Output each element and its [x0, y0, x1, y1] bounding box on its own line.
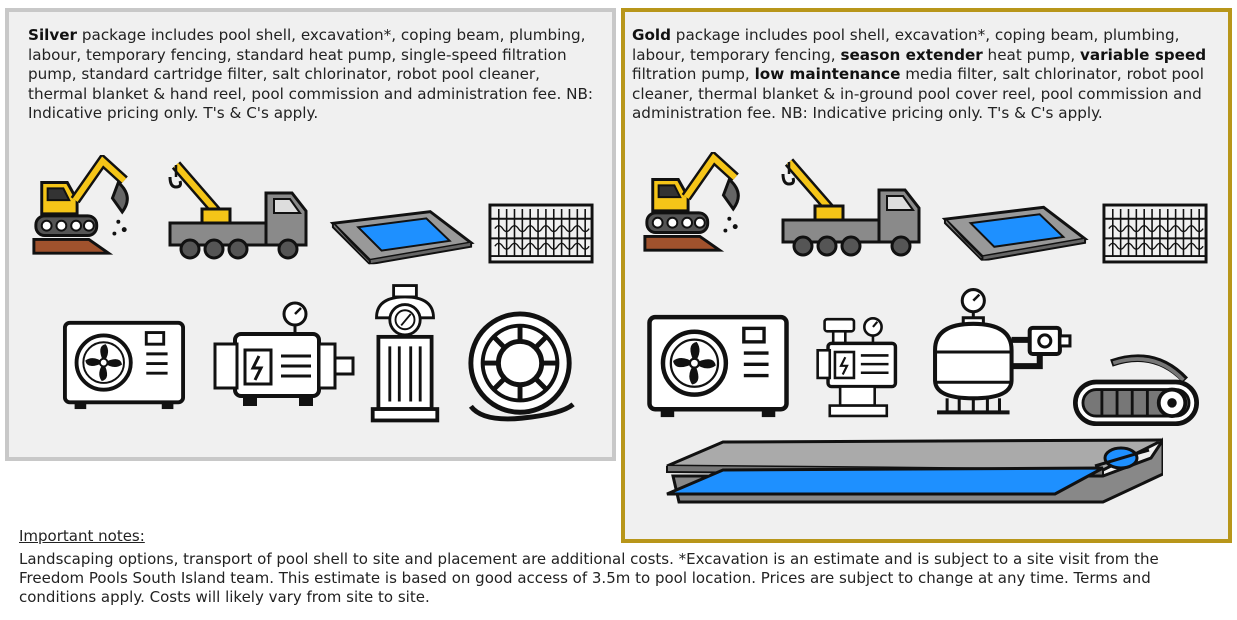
cartridge-filter-icon [367, 278, 443, 428]
gold-filter-feature: low maintenance [754, 65, 901, 83]
filtration-pump-icon [207, 299, 357, 411]
gold-description-text: package includes pool shell, excavation*… [632, 26, 1180, 64]
gold-description-text: heat pump, [982, 45, 1080, 64]
silver-description: Silver package includes pool shell, exca… [28, 26, 596, 124]
excavator-icon [639, 151, 747, 261]
excavator-icon [28, 154, 136, 264]
gold-package-card: Gold package includes pool shell, excava… [621, 8, 1232, 543]
temporary-fence-icon [1101, 200, 1209, 266]
notes-body: Landscaping options, transport of pool s… [19, 550, 1159, 606]
hand-reel-icon [463, 308, 581, 426]
temporary-fence-icon [487, 200, 595, 266]
media-filter-icon [929, 286, 1075, 420]
gold-description: Gold package includes pool shell, excava… [632, 26, 1222, 124]
pool-shell-icon [329, 204, 475, 266]
pool-shell-icon [941, 200, 1089, 262]
variable-speed-pump-icon [807, 314, 913, 422]
notes-title: Important notes: [19, 527, 145, 545]
pool-cover-reel-icon [663, 436, 1163, 506]
crane-truck-icon [777, 151, 927, 263]
robot-pool-cleaner-icon [1067, 346, 1205, 436]
gold-description-text: filtration pump, [632, 65, 755, 83]
heat-pump-icon [61, 319, 187, 411]
heat-pump-icon [645, 312, 791, 420]
silver-package-card: Silver package includes pool shell, exca… [5, 8, 616, 461]
important-notes: Important notes: Landscaping options, tr… [19, 527, 1224, 607]
silver-package-name: Silver [28, 26, 78, 44]
gold-pump-feature: variable speed [1079, 45, 1207, 64]
gold-description-text: media filter, salt chlorinator, robot po… [632, 65, 1204, 122]
silver-description-text: package includes pool shell, excavation*… [28, 26, 594, 122]
gold-package-name: Gold [632, 26, 671, 44]
gold-heat-pump-feature: season extender [840, 45, 983, 64]
crane-truck-icon [164, 154, 314, 266]
